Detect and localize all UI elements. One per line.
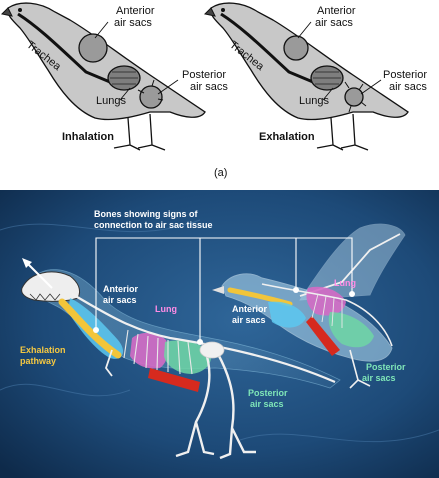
exhalation-beak xyxy=(203,7,216,17)
bones-connector xyxy=(95,237,353,342)
bird-anterior-label-2: air sacs xyxy=(232,315,266,325)
inhalation-beak xyxy=(0,7,13,17)
dinosaur-exhale-arrow-head xyxy=(22,258,32,268)
exhalation-lung-lines xyxy=(313,71,341,85)
bird-anterior-label-1: Anterior xyxy=(232,304,268,314)
panel-a-bird-breathing: Anterior air sacs Trachea Posterior air … xyxy=(0,0,439,190)
bones-connector-right xyxy=(296,237,353,294)
dino-lung-label: Lung xyxy=(155,304,177,314)
inhalation-lungs-label: Lungs xyxy=(96,95,126,107)
inhalation-airflow-arrows xyxy=(137,79,164,101)
panel-a-svg: Anterior air sacs Trachea Posterior air … xyxy=(0,2,427,179)
exhalation-anterior-label-2: air sacs xyxy=(315,17,353,29)
inhalation-anterior-label-2: air sacs xyxy=(114,17,152,29)
dinosaur-leg-back xyxy=(216,353,256,460)
panel-b-svg: Bones showing signs of connection to air… xyxy=(0,190,439,478)
dino-anterior-label-1: Anterior xyxy=(103,284,139,294)
exhalation-eye xyxy=(221,8,225,12)
exhalation-leg-right xyxy=(340,113,369,151)
inhalation-anterior-leader xyxy=(94,21,109,39)
bird-leg xyxy=(349,349,371,389)
bones-connector-frame xyxy=(95,237,297,330)
inhalation-lung-lines xyxy=(110,71,138,85)
dinosaur-red-pathway xyxy=(148,368,200,392)
bird-anterior-sac xyxy=(268,301,306,328)
dinosaur-ribs xyxy=(123,329,193,375)
dinosaur-lung xyxy=(130,332,168,369)
exhalation-posterior-leader xyxy=(360,79,382,95)
bone-marker-bird-neck xyxy=(293,287,299,293)
inhalation-leg-right xyxy=(137,113,166,151)
dino-exhalation-label-2: pathway xyxy=(20,356,56,366)
dinosaur-pelvis xyxy=(199,341,225,359)
exhalation-airflow-arrows xyxy=(344,81,367,113)
exhalation-trachea-tube xyxy=(220,12,314,84)
inhalation-bird: Anterior air sacs Trachea Posterior air … xyxy=(0,2,228,151)
bird-trachea xyxy=(227,287,293,307)
inhalation-lungs-leader xyxy=(119,87,131,101)
dinosaur-posterior-sac xyxy=(164,340,212,374)
exhalation-anterior-sac xyxy=(283,35,309,61)
dino-anterior-label-2: air sacs xyxy=(103,295,137,305)
dinosaur-leg-front xyxy=(175,349,215,458)
inhalation-trachea-tube xyxy=(17,12,111,84)
exhalation-bird: Anterior air sacs Trachea Posterior air … xyxy=(203,2,427,151)
inhalation-anterior-label-1: Anterior xyxy=(116,5,155,17)
inhalation-posterior-label-2: air sacs xyxy=(190,81,228,93)
bones-note-line-1: Bones showing signs of xyxy=(94,209,199,219)
dinosaur-teeth xyxy=(29,293,61,301)
bird-posterior-sac xyxy=(328,312,374,348)
dinosaur-spine xyxy=(71,293,336,384)
panel-b-dinosaur-bird: Bones showing signs of connection to air… xyxy=(0,190,439,478)
inhalation-leg-left xyxy=(113,117,141,151)
inhalation-posterior-label-1: Posterior xyxy=(182,69,226,81)
bird-posterior-label-2: air sacs xyxy=(362,373,396,383)
inhalation-anterior-sac xyxy=(78,33,108,63)
dino-exhalation-label-1: Exhalation xyxy=(20,345,66,355)
inhalation-caption: Inhalation xyxy=(62,131,114,143)
exhalation-leg-left xyxy=(316,117,344,151)
bone-marker-dino-hip xyxy=(197,339,203,345)
exhalation-anterior-leader xyxy=(297,21,312,39)
bones-note-line-2: connection to air sac tissue xyxy=(94,220,213,230)
exhalation-posterior-label-1: Posterior xyxy=(383,69,427,81)
exhalation-anterior-label-1: Anterior xyxy=(317,5,356,17)
bird-spine xyxy=(261,283,393,347)
dino-posterior-label-2: air sacs xyxy=(250,399,284,409)
exhalation-lungs-leader xyxy=(322,87,334,101)
bird-lung-label: Lung xyxy=(334,278,356,288)
inhalation-posterior-leader xyxy=(157,79,179,95)
bone-marker-dino-neck xyxy=(93,327,99,333)
dino-posterior-label-1: Posterior xyxy=(248,388,288,398)
dinosaur-arm xyxy=(104,349,113,377)
bird-ribs xyxy=(311,293,343,328)
exhalation-lungs-label: Lungs xyxy=(299,95,329,107)
panel-a-label: (a) xyxy=(214,167,227,179)
bird-red-pathway xyxy=(306,316,340,356)
exhalation-posterior-sac xyxy=(344,87,364,107)
bone-marker-bird-back xyxy=(349,291,355,297)
background-texture xyxy=(0,219,439,443)
exhalation-posterior-label-2: air sacs xyxy=(389,81,427,93)
inhalation-posterior-sac xyxy=(139,85,163,109)
exhalation-caption: Exhalation xyxy=(259,131,315,143)
dinosaur-exhale-arrow-shaft xyxy=(25,261,53,289)
bird-posterior-label-1: Posterior xyxy=(366,362,406,372)
bird-beak xyxy=(212,286,224,294)
inhalation-eye xyxy=(18,8,22,12)
